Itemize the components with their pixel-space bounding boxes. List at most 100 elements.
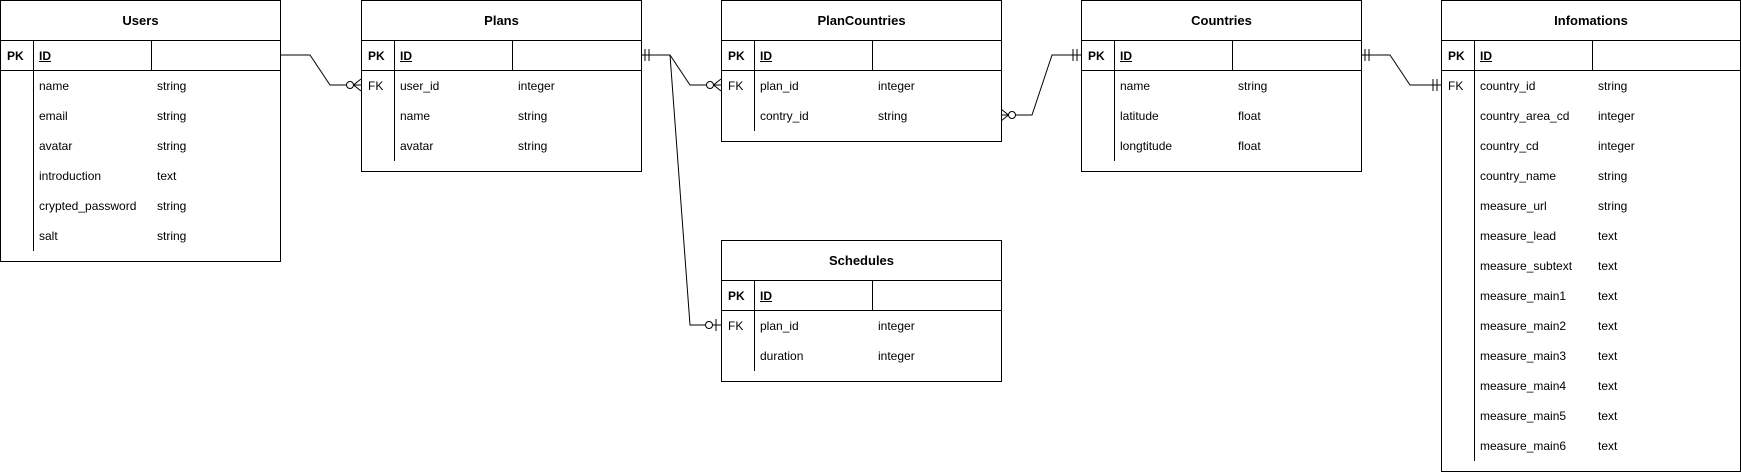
column-type: text: [1598, 289, 1618, 303]
column-type: text: [1598, 439, 1618, 453]
column-divider: [151, 41, 152, 70]
attribute-row[interactable]: measure_main1 text: [1442, 281, 1740, 311]
column-name: country_area_cd: [1480, 109, 1570, 123]
pk-column-name: ID: [400, 49, 412, 63]
column-type: string: [878, 109, 908, 123]
column-name: measure_main3: [1480, 349, 1567, 363]
attribute-row[interactable]: longtitude float: [1082, 131, 1361, 161]
column-type: string: [157, 79, 187, 93]
primary-key-row[interactable]: PK ID: [362, 41, 641, 71]
column-type: text: [1598, 259, 1618, 273]
attribute-row[interactable]: measure_main4 text: [1442, 371, 1740, 401]
column-name: plan_id: [760, 79, 799, 93]
column-divider: [512, 41, 513, 70]
column-type: string: [1598, 79, 1628, 93]
column-name: measure_lead: [1480, 229, 1557, 243]
column-type: string: [1598, 199, 1628, 213]
column-name: email: [39, 109, 68, 123]
one-only-countries-right: [1364, 49, 1370, 61]
column-divider: [33, 41, 34, 70]
column-name: name: [39, 79, 70, 93]
attribute-row[interactable]: FK plan_id integer: [722, 71, 1001, 101]
column-name: duration: [760, 349, 804, 363]
column-type: integer: [1598, 139, 1635, 153]
attribute-row[interactable]: name string: [1, 71, 280, 101]
crowfoot-zero-many-plans: [346, 78, 362, 92]
column-name: name: [400, 109, 431, 123]
fk-label: FK: [728, 79, 744, 93]
attribute-row[interactable]: avatar string: [1, 131, 280, 161]
rel-plancountries-countries-line: [1001, 54, 1081, 116]
column-type: integer: [878, 349, 915, 363]
column-name: measure_main5: [1480, 409, 1567, 423]
fk-label: FK: [728, 319, 744, 333]
column-type: float: [1238, 139, 1261, 153]
fk-label: FK: [368, 79, 384, 93]
column-type: text: [1598, 379, 1618, 393]
column-type: float: [1238, 109, 1261, 123]
column-name: measure_main1: [1480, 289, 1567, 303]
column-type: integer: [878, 319, 915, 333]
entity-title: Plans: [362, 1, 641, 41]
pk-column-name: ID: [1480, 49, 1492, 63]
column-divider: [394, 41, 395, 70]
column-name: crypted_password: [39, 199, 137, 213]
rel-users-plans-line: [281, 54, 361, 86]
column-divider: [1474, 71, 1475, 461]
crowfoot-zero-many-plancountries: [706, 78, 722, 92]
column-divider: [754, 311, 755, 371]
column-type: integer: [878, 79, 915, 93]
column-type: string: [157, 139, 187, 153]
pk-column-name: ID: [760, 49, 772, 63]
column-divider: [754, 281, 755, 310]
entity-title: Users: [1, 1, 280, 41]
pk-label: PK: [7, 49, 24, 63]
column-name: longtitude: [1120, 139, 1173, 153]
attribute-row[interactable]: duration integer: [722, 341, 1001, 371]
column-name: avatar: [39, 139, 73, 153]
column-name: measure_main4: [1480, 379, 1567, 393]
pk-column-name: ID: [1120, 49, 1132, 63]
column-name: country_name: [1480, 169, 1557, 183]
column-divider: [33, 71, 34, 251]
rel-plans-plancountries-line: [641, 54, 721, 86]
one-only-countries-side: [1072, 49, 1078, 61]
pk-label: PK: [368, 49, 385, 63]
